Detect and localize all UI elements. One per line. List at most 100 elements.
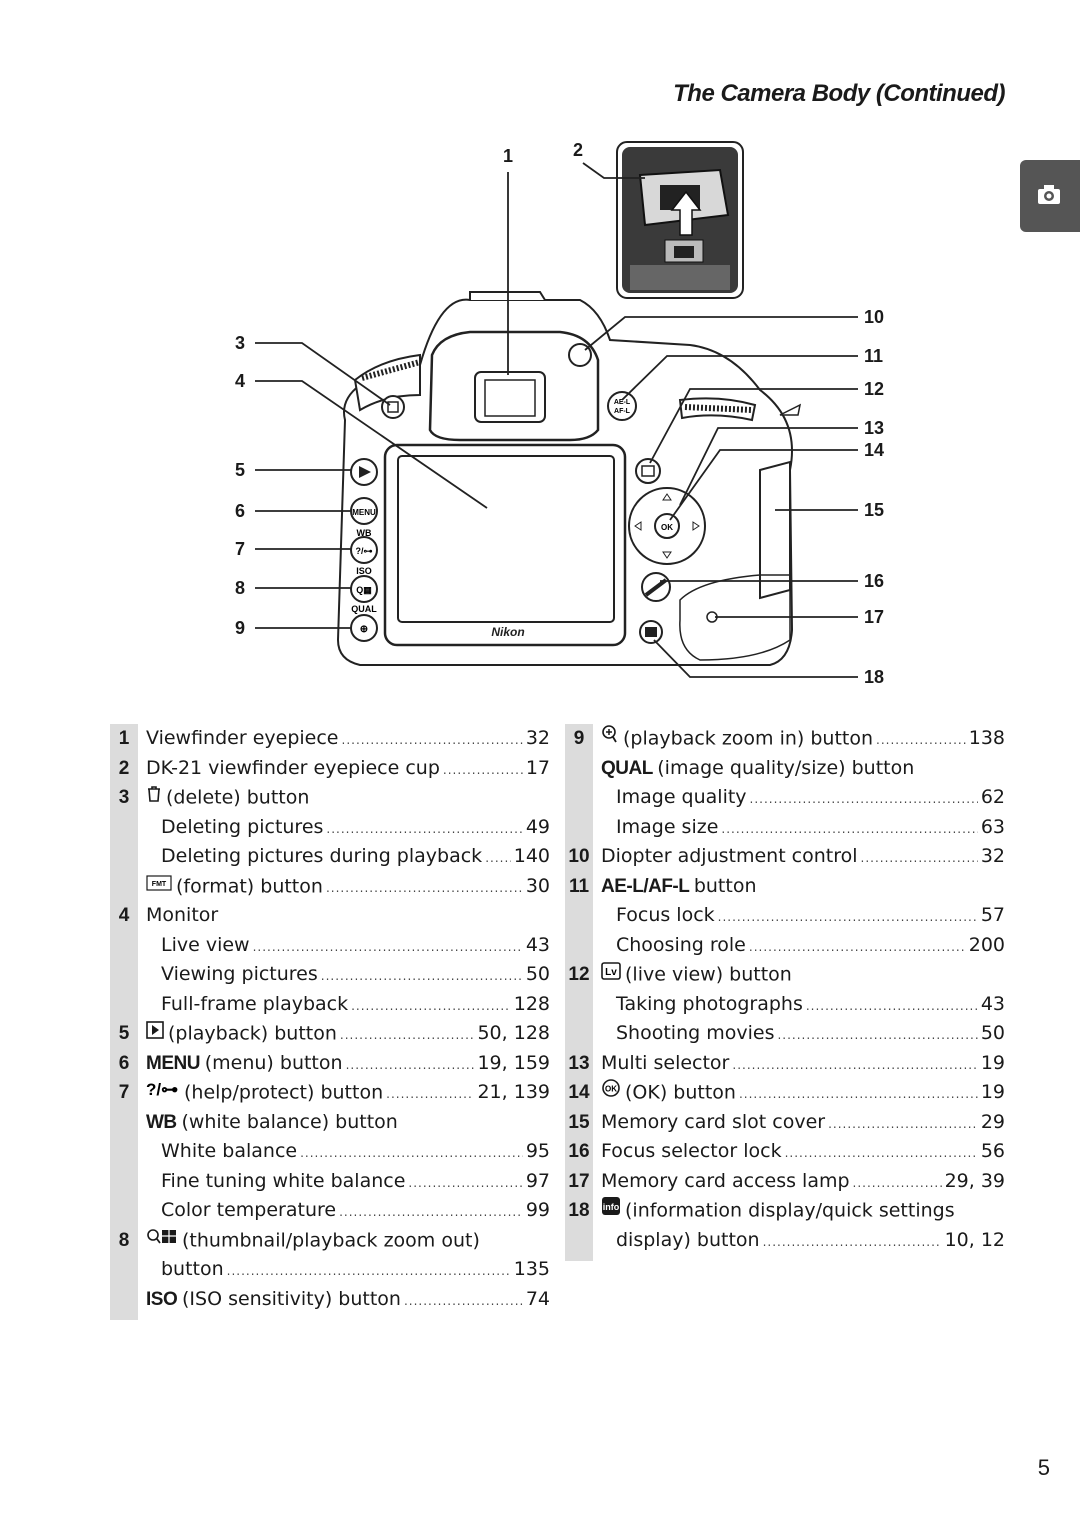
- help-protect-icon: ?/⊶: [146, 1080, 180, 1103]
- item-text: Memory card access lamp: [601, 1169, 850, 1192]
- list-item: Live view43: [110, 931, 550, 961]
- item-number: 8: [118, 1229, 130, 1251]
- page-reference: 50, 128: [477, 1022, 550, 1045]
- entry: OK(OK) button19: [601, 1078, 1005, 1110]
- item-number: 10: [568, 846, 590, 867]
- callout-11: 11: [864, 346, 883, 366]
- list-item: Focus lock57: [565, 901, 1005, 931]
- page-reference: 32: [525, 727, 550, 749]
- list-item: 1 Viewfinder eyepiece 32: [110, 724, 550, 754]
- page-title: The Camera Body (Continued): [673, 80, 1005, 107]
- item-text: Viewfinder eyepiece: [146, 727, 339, 749]
- callout-13: 13: [864, 418, 884, 438]
- item-text: Image quality: [616, 786, 747, 808]
- entry: display) button 10, 12: [616, 1226, 1005, 1258]
- item-number: 16: [568, 1141, 590, 1162]
- entry: Deleting pictures during playback140: [161, 842, 550, 874]
- leader-dots: [340, 1021, 475, 1051]
- page-reference: 200: [968, 933, 1005, 956]
- number-strip: [565, 724, 593, 1261]
- list-item: Viewing pictures50: [110, 960, 550, 990]
- trash-icon: [146, 786, 162, 808]
- item-number: 5: [118, 1023, 130, 1044]
- list-item: 14 OK(OK) button19: [565, 1078, 1005, 1108]
- ael-label: AE-L: [614, 399, 631, 406]
- leader-dots: [443, 756, 523, 786]
- entry: Monitor: [146, 901, 550, 931]
- item-number: 14: [568, 1082, 590, 1103]
- page-number: 5: [1037, 1455, 1050, 1480]
- list-item: Color temperature99: [110, 1196, 550, 1226]
- camera-body: Nikon MENU WB ?/⊶ ISO Q▦ QUAL ⊕ AE-L AF-…: [336, 291, 802, 666]
- page-reference: 19: [980, 1051, 1005, 1074]
- ok-icon: OK: [601, 1079, 621, 1103]
- entry: Live view43: [161, 931, 550, 963]
- zoom-in-icon: [601, 725, 619, 749]
- live-view-icon: Lv: [601, 962, 621, 985]
- list-item: Fine tuning white balance97: [110, 1167, 550, 1197]
- entry: WB (white balance) button: [146, 1108, 550, 1138]
- item-number: 1: [118, 728, 130, 749]
- entry: Taking photographs43: [616, 990, 1005, 1022]
- item-text: (white balance) button: [181, 1110, 398, 1133]
- button-symbol: AE-L/AF-L: [601, 875, 694, 897]
- entry: FMT(format) button30: [146, 872, 550, 904]
- item-text: DK-21 viewfinder eyepiece cup: [146, 756, 440, 779]
- list-item: WB (white balance) button: [110, 1108, 550, 1138]
- list-item: QUAL (image quality/size) button: [565, 754, 1005, 784]
- svg-text:MENU: MENU: [352, 508, 376, 517]
- leader-dots: [227, 1257, 511, 1287]
- entry: (thumbnail/playback zoom out): [146, 1226, 550, 1256]
- entry: Focus lock57: [616, 901, 1005, 933]
- leader-dots: [300, 1139, 523, 1169]
- item-text: (delete) button: [166, 786, 310, 809]
- leader-dots: [326, 815, 522, 845]
- callout-9: 9: [235, 618, 245, 638]
- list-item: White balance95: [110, 1137, 550, 1167]
- list-item: Deleting pictures49: [110, 813, 550, 843]
- page-reference: 50: [980, 1022, 1005, 1044]
- format-icon: FMT: [146, 874, 172, 897]
- brand-logo: Nikon: [491, 625, 524, 639]
- leader-dots: [339, 1198, 523, 1228]
- item-text: Memory card slot cover: [601, 1110, 826, 1133]
- leader-dots: [404, 1287, 523, 1317]
- page-reference: 19, 159: [477, 1051, 550, 1074]
- leader-dots: [321, 962, 523, 992]
- leader-dots: [718, 903, 978, 933]
- item-text: display) button: [616, 1228, 760, 1251]
- item-number: 4: [118, 905, 130, 926]
- item-number: 7: [118, 1082, 130, 1103]
- button-symbol: WB: [146, 1111, 182, 1133]
- page-reference: 128: [513, 992, 550, 1015]
- page-reference: 29, 39: [944, 1169, 1005, 1192]
- leader-dots: [386, 1080, 474, 1110]
- svg-text:?/⊶: ?/⊶: [356, 546, 373, 556]
- page-reference: 10, 12: [944, 1228, 1005, 1251]
- callout-14: 14: [864, 440, 884, 460]
- callout-7: 7: [235, 539, 245, 559]
- item-text: (menu) button: [204, 1051, 343, 1074]
- svg-text:?/⊶: ?/⊶: [146, 1080, 178, 1098]
- page-reference: 29: [980, 1110, 1005, 1133]
- item-text: (playback) button: [168, 1022, 337, 1045]
- svg-text:info: info: [603, 1202, 620, 1212]
- entry: info(information display/quick settings: [601, 1196, 1005, 1226]
- page-reference: 99: [525, 1199, 550, 1221]
- page-reference: 135: [513, 1258, 550, 1280]
- callout-8: 8: [235, 578, 245, 598]
- button-symbol: QUAL: [601, 757, 658, 779]
- callout-1: 1: [503, 146, 513, 166]
- callout-18: 18: [864, 667, 884, 687]
- list-item: 3(delete) button: [110, 783, 550, 813]
- svg-text:Lv: Lv: [605, 967, 617, 978]
- page-reference: 19: [980, 1081, 1005, 1104]
- leader-dots: [876, 726, 966, 756]
- entry: (playback) button 50, 128: [146, 1019, 550, 1051]
- callout-16: 16: [864, 571, 884, 591]
- entry: AE-L/AF-L button: [601, 872, 1005, 902]
